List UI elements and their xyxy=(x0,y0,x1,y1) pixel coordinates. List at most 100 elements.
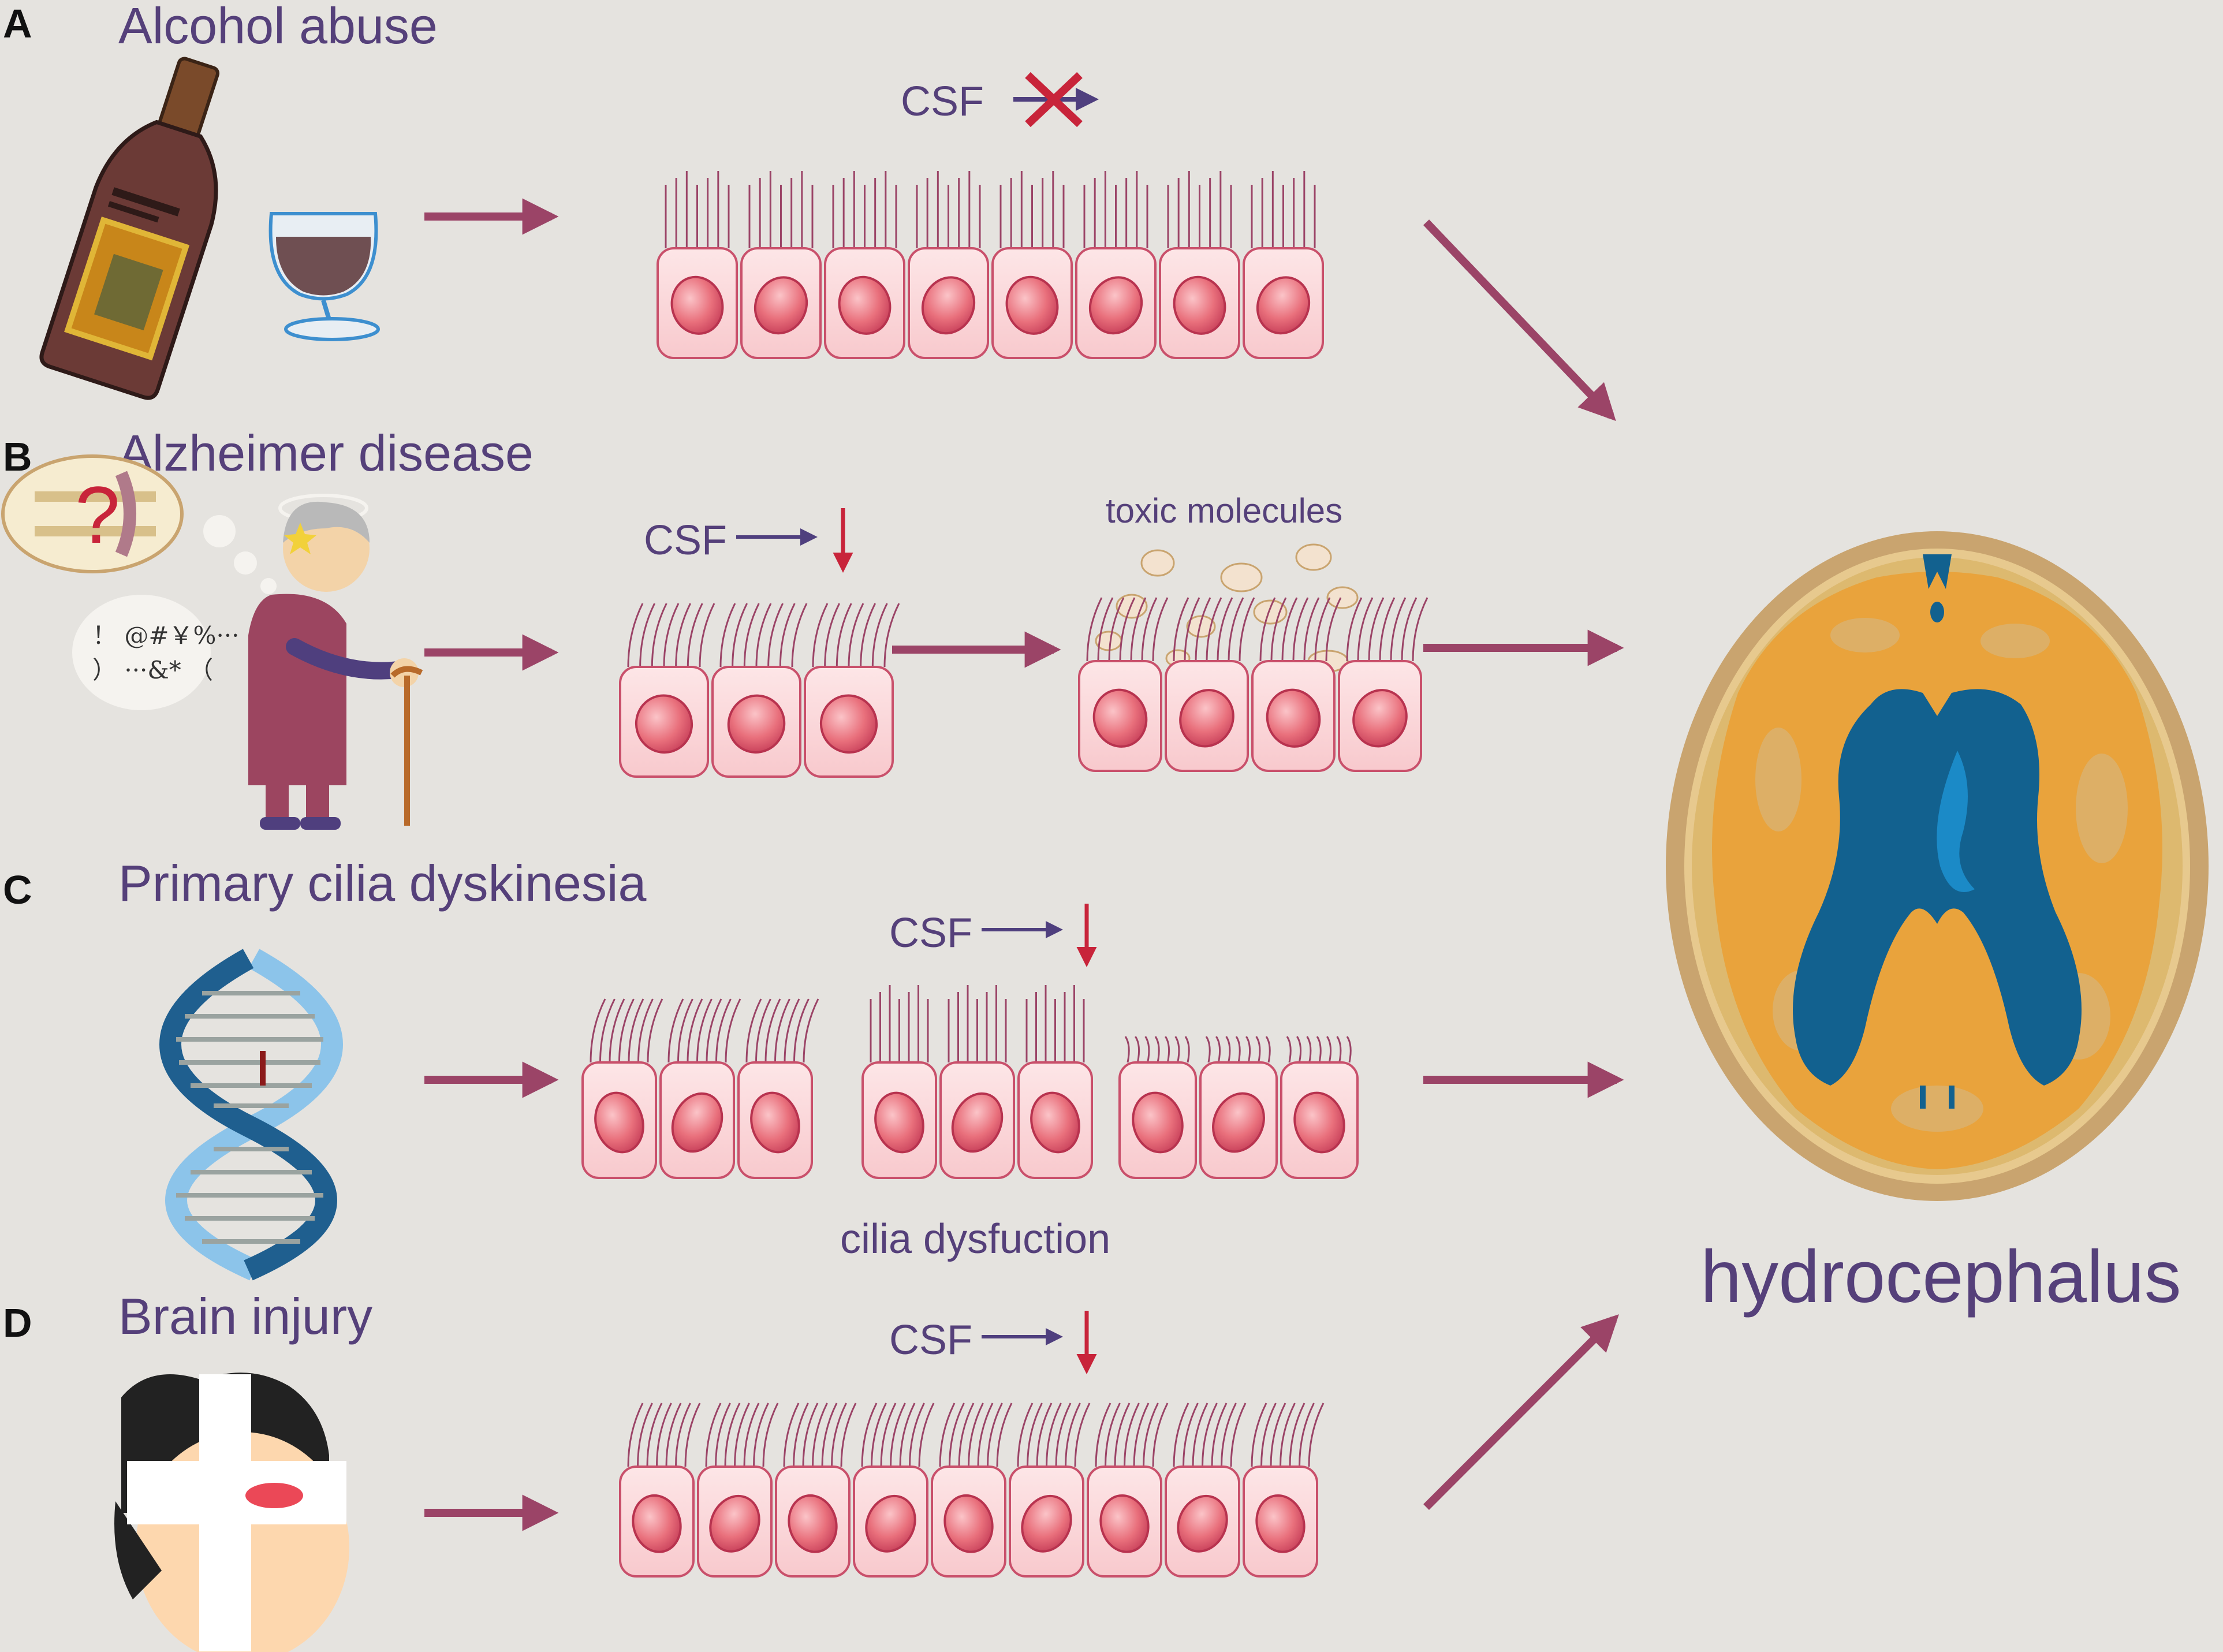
cell xyxy=(1251,597,1342,772)
csf-label-d: CSF xyxy=(889,1317,972,1363)
cilia xyxy=(748,171,814,248)
nucleus xyxy=(1030,1091,1080,1154)
panel-title-d: Brain injury xyxy=(118,1288,372,1345)
csf-indicator-a: CSF xyxy=(901,72,1099,128)
panel-letter-a: A xyxy=(3,1,32,46)
nucleus xyxy=(727,694,786,754)
cilia xyxy=(783,1403,857,1467)
cilia xyxy=(916,171,981,248)
cell xyxy=(931,1403,1013,1578)
cilia xyxy=(948,985,1007,1062)
cilia xyxy=(719,603,808,667)
nucleus xyxy=(1212,1092,1265,1153)
cell xyxy=(1075,171,1157,359)
nucleus xyxy=(1173,275,1226,335)
panel-title-b: Alzheimer disease xyxy=(118,424,534,482)
cell xyxy=(1159,171,1240,359)
cilia xyxy=(1124,1036,1190,1063)
nucleus xyxy=(921,276,976,335)
cell xyxy=(659,998,741,1179)
cilia xyxy=(1017,1403,1091,1467)
cell xyxy=(824,171,905,359)
cell xyxy=(908,171,989,359)
nucleus xyxy=(1132,1091,1184,1154)
cell xyxy=(581,998,663,1179)
nucleus xyxy=(1266,688,1321,748)
panel-b-header: B Alzheimer disease xyxy=(3,424,534,482)
thought-text-line1: ！ @#￥%··· xyxy=(92,621,240,650)
ciliated-cells-a xyxy=(657,171,1324,359)
cilia xyxy=(1251,171,1316,248)
nucleus xyxy=(1256,276,1311,335)
cell xyxy=(991,171,1073,359)
nucleus xyxy=(594,1091,644,1154)
nucleus xyxy=(1352,689,1408,748)
cilia xyxy=(1173,597,1255,662)
cilia xyxy=(627,1403,701,1467)
nucleus xyxy=(838,275,892,335)
cell xyxy=(1243,171,1324,359)
nucleus xyxy=(865,1494,916,1553)
panel-letter-b: B xyxy=(3,434,32,479)
cilia xyxy=(832,171,897,248)
cilia xyxy=(1173,1403,1247,1467)
cilia xyxy=(1259,597,1342,662)
cell xyxy=(1280,1036,1359,1179)
panel-c-header: C Primary cilia dyskinesia xyxy=(3,855,647,912)
panel-letter-d: D xyxy=(3,1300,32,1345)
cell xyxy=(1199,1036,1278,1179)
cell xyxy=(619,1403,701,1578)
cilia xyxy=(870,985,929,1062)
question-mark: ? xyxy=(75,469,120,560)
cilia xyxy=(627,603,715,667)
cilia xyxy=(1251,1403,1325,1467)
cilia xyxy=(1286,1036,1352,1063)
nucleus xyxy=(1177,1494,1228,1553)
cell xyxy=(1338,597,1428,772)
cilia xyxy=(1205,1036,1271,1063)
nucleus xyxy=(1099,1494,1150,1553)
cilia xyxy=(1025,985,1085,1062)
cell xyxy=(804,603,900,778)
cell xyxy=(657,171,738,359)
cilia xyxy=(1083,171,1148,248)
cell xyxy=(1165,1403,1247,1578)
cilia xyxy=(665,171,730,248)
cilia xyxy=(745,998,819,1063)
cilia xyxy=(861,1403,935,1467)
cilia xyxy=(939,1403,1013,1467)
brain-ct-icon xyxy=(1666,531,2209,1201)
cell xyxy=(1009,1403,1091,1578)
nucleus xyxy=(750,1091,800,1154)
toxic-molecules xyxy=(1095,543,1359,673)
csf-label-a: CSF xyxy=(901,79,984,125)
panel-title-a: Alcohol abuse xyxy=(118,0,438,54)
cell xyxy=(711,603,808,778)
arrow-a-to-hydrocephalus xyxy=(1423,219,1616,422)
panel-d-header: D Brain injury xyxy=(3,1288,372,1345)
cell xyxy=(740,171,822,359)
cilia-dysfunction-label: cilia dysfuction xyxy=(840,1216,1110,1262)
cilia xyxy=(590,998,663,1063)
nucleus xyxy=(874,1091,924,1154)
panel-letter-c: C xyxy=(3,867,32,912)
nucleus xyxy=(943,1494,994,1553)
cell xyxy=(1165,597,1255,772)
cell xyxy=(861,985,937,1179)
nucleus xyxy=(1293,1091,1345,1154)
wine-glass-icon xyxy=(268,212,380,341)
wine-bottle-icon xyxy=(39,57,220,400)
thought-text-line2: ） ···&* （ xyxy=(92,656,213,684)
dna-icon xyxy=(159,949,343,1281)
cell xyxy=(1017,985,1093,1179)
nucleus xyxy=(632,1494,682,1553)
bandaged-head-icon xyxy=(114,1373,349,1652)
nucleus xyxy=(671,1092,723,1153)
arrow-d-to-hydrocephalus xyxy=(1423,1314,1619,1510)
cell xyxy=(939,985,1015,1179)
csf-indicator-d: CSF xyxy=(889,1311,1097,1374)
csf-indicator-b: CSF xyxy=(644,508,853,573)
nucleus xyxy=(670,275,724,335)
ciliated-cells-c xyxy=(581,985,1359,1179)
